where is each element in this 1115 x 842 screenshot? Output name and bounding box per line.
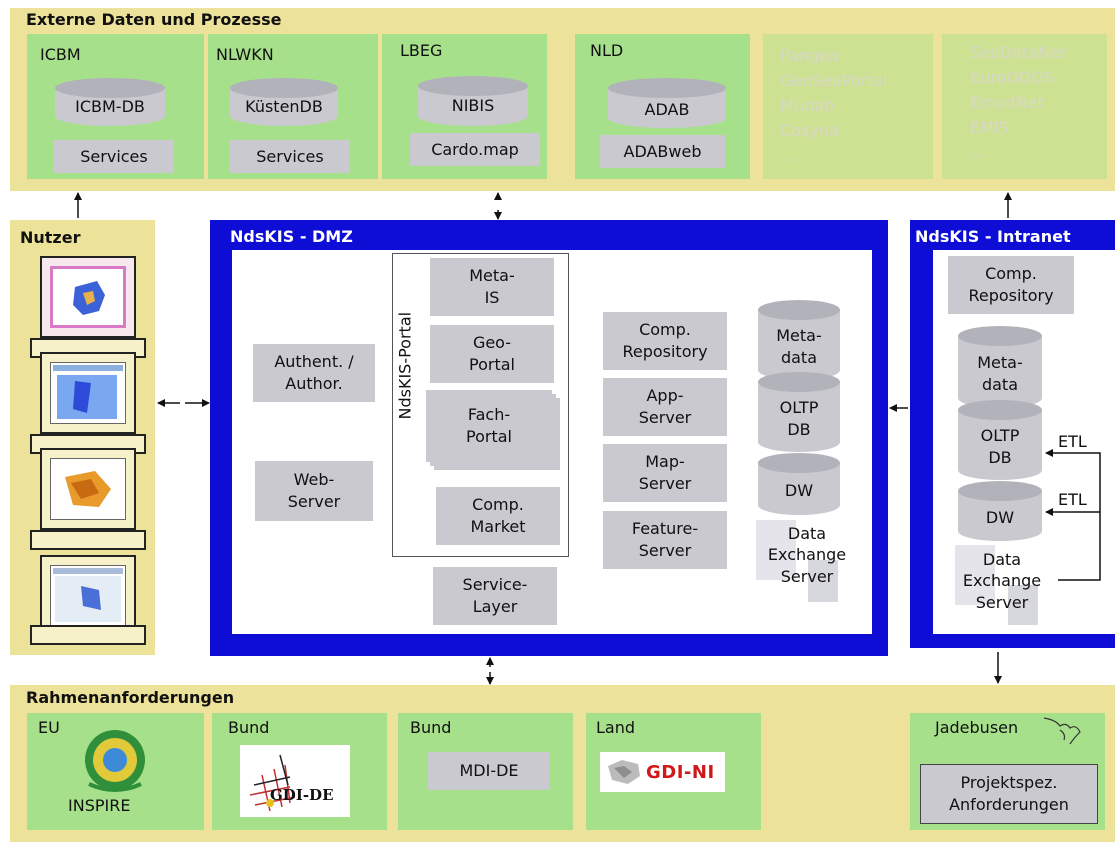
web-server-box: Web- Server [255, 461, 373, 521]
intranet-dw-label: DW [985, 508, 1015, 528]
intranet-data-exchange-server: Data Exchange Server [962, 549, 1042, 612]
intranet-dw-cylinder: DW [958, 481, 1042, 541]
nld-title: NLD [590, 41, 624, 60]
user-computer-4 [30, 555, 146, 645]
gdi-ni-map-icon [608, 760, 640, 784]
intranet-oltp-cylinder: OLTP DB [958, 400, 1042, 480]
dmz-data-exchange-server: Data Exchange Server [767, 523, 847, 586]
projektspez-anforderungen-box: Projektspez. Anforderungen [920, 764, 1098, 824]
adab-cylinder: ADAB [608, 78, 726, 128]
gdi-ni-text: GDI-NI [646, 762, 715, 783]
dmz-data-exchange-shadow-2 [756, 520, 796, 580]
gdi-de-grid-icon [249, 754, 296, 812]
authent-author-box: Authent. / Author. [253, 344, 375, 402]
user-computer-2 [30, 352, 146, 454]
icbm-title: ICBM [40, 45, 81, 64]
dmz-metadata-label: Meta- data [776, 326, 822, 367]
dmz-oltp-cylinder: OLTP DB [758, 372, 840, 452]
adab-label: ADAB [644, 100, 690, 120]
nibis-cylinder: NIBIS [418, 76, 528, 126]
fach-portal-box: Fach- Portal [426, 390, 552, 462]
service-layer-box: Service- Layer [433, 567, 557, 625]
mdi-de-box: MDI-DE [428, 752, 550, 790]
externe-daten-title: Externe Daten und Prozesse [26, 10, 282, 29]
nutzer-title: Nutzer [20, 228, 81, 247]
bund1-title: Bund [228, 718, 270, 737]
icbm-db-label: ICBM-DB [75, 97, 145, 117]
geo-portal-box: Geo- Portal [430, 325, 554, 383]
etl-label-1: ETL [1058, 432, 1087, 451]
icbm-db-cylinder: ICBM-DB [55, 78, 165, 126]
land-title: Land [596, 718, 636, 737]
dmz-metadata-cylinder: Meta- data [758, 300, 840, 380]
etl-loop-oltp [1045, 449, 1101, 581]
dmz-dw-cylinder: DW [758, 453, 840, 515]
bund2-title: Bund [410, 718, 452, 737]
intranet-oltp-label: OLTP DB [980, 426, 1020, 467]
external-list-panel-2 [942, 34, 1107, 179]
eu-title: EU [38, 718, 60, 737]
external-list-2: SeaDataNet EuroGOOS EmodNet EMIS ... [970, 43, 1067, 162]
comp-repository-box: Comp. Repository [603, 312, 727, 370]
inspire-logo [85, 730, 145, 792]
dmz-oltp-label: OLTP DB [779, 398, 819, 439]
jadebusen-title: Jadebusen [935, 718, 1019, 737]
nibis-label: NIBIS [451, 96, 495, 116]
meta-is-box: Meta- IS [430, 258, 554, 316]
intranet-metadata-cylinder: Meta- data [958, 326, 1042, 408]
gdi-de-text: GDI-DE [270, 786, 334, 804]
intranet-comp-repository-box: Comp. Repository [948, 256, 1074, 314]
comp-market-box: Comp. Market [436, 487, 560, 545]
kuestendb-cylinder: KüstenDB [230, 78, 338, 126]
dmz-data-exchange-shadow [808, 560, 838, 602]
kuestendb-label: KüstenDB [245, 97, 323, 117]
nlwkn-services-box: Services [230, 140, 350, 173]
external-list-panel-1 [763, 34, 933, 179]
icbm-services-box: Services [54, 140, 174, 173]
lbeg-title: LBEG [400, 41, 443, 60]
intranet-title: NdsKIS - Intranet [915, 227, 1071, 246]
app-server-box: App- Server [603, 378, 727, 436]
intranet-data-exchange-shadow-2 [955, 545, 995, 605]
intranet-metadata-label: Meta- data [977, 353, 1023, 394]
dmz-title: NdsKIS - DMZ [230, 227, 353, 246]
feature-server-box: Feature- Server [603, 511, 727, 569]
external-list-1: Pangea GeoSeaPortal Mudab Cosyna ... [780, 46, 888, 165]
user-computer-3 [30, 448, 146, 550]
etl-label-2: ETL [1058, 490, 1087, 509]
cardo-map-box: Cardo.map [410, 133, 540, 166]
intranet-data-exchange-shadow [1008, 585, 1038, 625]
map-server-box: Map- Server [603, 444, 727, 502]
inspire-text: INSPIRE [68, 796, 131, 815]
jadebusen-coast-icon [1043, 717, 1081, 745]
adabweb-box: ADABweb [600, 135, 725, 168]
nlwkn-title: NLWKN [216, 45, 274, 64]
dmz-dw-label: DW [784, 481, 814, 501]
rahmen-title: Rahmenanforderungen [26, 688, 235, 707]
